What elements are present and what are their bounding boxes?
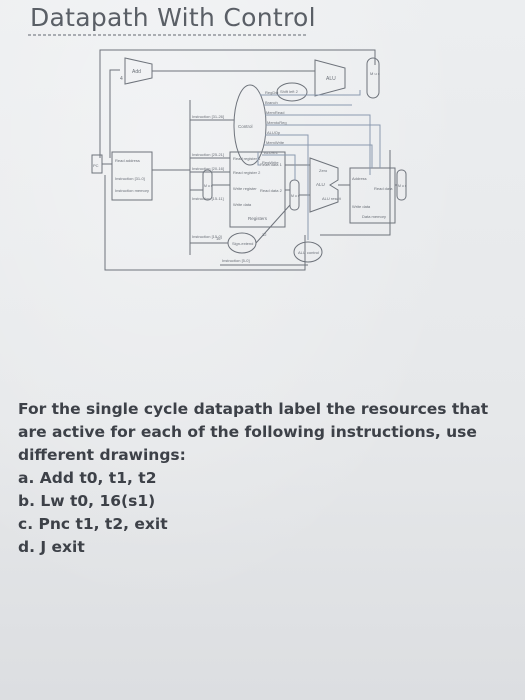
data-memory-label: Data memory — [362, 214, 386, 219]
instr-15-0-label: Instruction [15-0] — [192, 234, 222, 239]
regdst-mux-label: M u x — [204, 184, 213, 188]
alu-result-label: ALU result — [322, 196, 342, 201]
branch-add-unit — [314, 59, 346, 97]
registers-label: Registers — [248, 216, 268, 221]
instr-25-21-label: Instruction [25-21] — [192, 152, 224, 157]
question-block: For the single cycle datapath label the … — [18, 398, 518, 559]
read-data-1-label: Read data 1 — [260, 162, 283, 167]
read-data-2-label: Read data 2 — [260, 188, 283, 193]
instr-15-11-label: Instruction [15-11] — [192, 196, 224, 201]
list-item: c. Pnc t1, t2, exit — [18, 515, 168, 533]
read-address-label: Read address — [115, 158, 140, 163]
signal-memwrite: MemWrite — [266, 140, 285, 145]
instruction-list: a. Add t0, t1, t2 b. Lw t0, 16(s1) c. Pn… — [18, 467, 518, 559]
instr-31-26-label: Instruction [31-26] — [192, 114, 224, 119]
signal-memtoreg: MemtoReg — [267, 120, 287, 125]
instr-5-0-label: Instruction [5-0] — [222, 258, 250, 263]
instruction-memory — [111, 151, 153, 201]
zero-label: Zero — [319, 168, 328, 173]
signal-regwrite: RegWrite — [262, 160, 279, 165]
pc-label: PC — [93, 163, 99, 168]
list-item: a. Add t0, t1, t2 — [18, 469, 157, 487]
alu-control-unit — [293, 241, 323, 263]
memtoreg-mux-label: M u x — [398, 184, 407, 188]
instruction-out-label: Instruction [31-0] — [115, 176, 145, 181]
page-title: Datapath With Control — [30, 3, 316, 32]
read-register-1-label: Read register 1 — [233, 156, 261, 161]
control-label: Control — [238, 124, 253, 129]
signal-regdst: RegDst — [265, 90, 279, 95]
address-label: Address — [352, 176, 367, 181]
datapath-svg: Add 4 ALU Shift left 2 M u x Control Reg… — [91, 49, 407, 271]
bits-16-label: 16 — [216, 236, 221, 241]
top-loop-wire — [99, 49, 376, 158]
shift-left-label: Shift left 2 — [280, 89, 299, 94]
bits-32-label: 32 — [262, 232, 267, 237]
bottom-loop-wire — [104, 175, 306, 271]
main-alu — [309, 157, 339, 213]
mem-write-data-label: Write data — [352, 204, 371, 209]
signal-aluop: ALUOp — [267, 130, 281, 135]
instr-20-16-label: Instruction [20-16] — [192, 166, 224, 171]
top-mux-label: M u x — [370, 71, 380, 76]
pc-add-label: Add — [132, 69, 141, 75]
list-item: b. Lw t0, 16(s1) — [18, 492, 156, 510]
instruction-memory-label: Instruction memory — [115, 188, 149, 193]
write-register-label: Write register — [233, 186, 257, 191]
alu-control-label: ALU control — [298, 250, 319, 255]
top-mux — [366, 57, 380, 99]
datapath-diagram: Add 4 ALU Shift left 2 M u x Control Reg… — [90, 40, 410, 290]
mem-read-data-label: Read data — [374, 186, 393, 191]
pc-loop-wire — [109, 69, 120, 158]
shift-left-unit — [276, 82, 308, 102]
writeback-wire — [320, 150, 391, 236]
write-data-label: Write data — [233, 202, 252, 207]
branch-add-label: ALU — [326, 76, 336, 82]
list-item: d. J exit — [18, 538, 85, 556]
alusrc-mux-label: M u x — [291, 194, 300, 198]
signal-alusrc: ALUSrc — [264, 150, 278, 155]
sign-extend-label: Sign-extend — [232, 241, 253, 246]
four-label: 4 — [120, 76, 123, 82]
signal-branch: Branch — [265, 100, 278, 105]
main-alu-label: ALU — [316, 182, 325, 187]
title-underline — [28, 34, 308, 36]
question-intro: For the single cycle datapath label the … — [18, 400, 489, 464]
signal-memread: MemRead — [266, 110, 284, 115]
read-register-2-label: Read register 2 — [233, 170, 261, 175]
pc-add-unit — [124, 57, 153, 85]
